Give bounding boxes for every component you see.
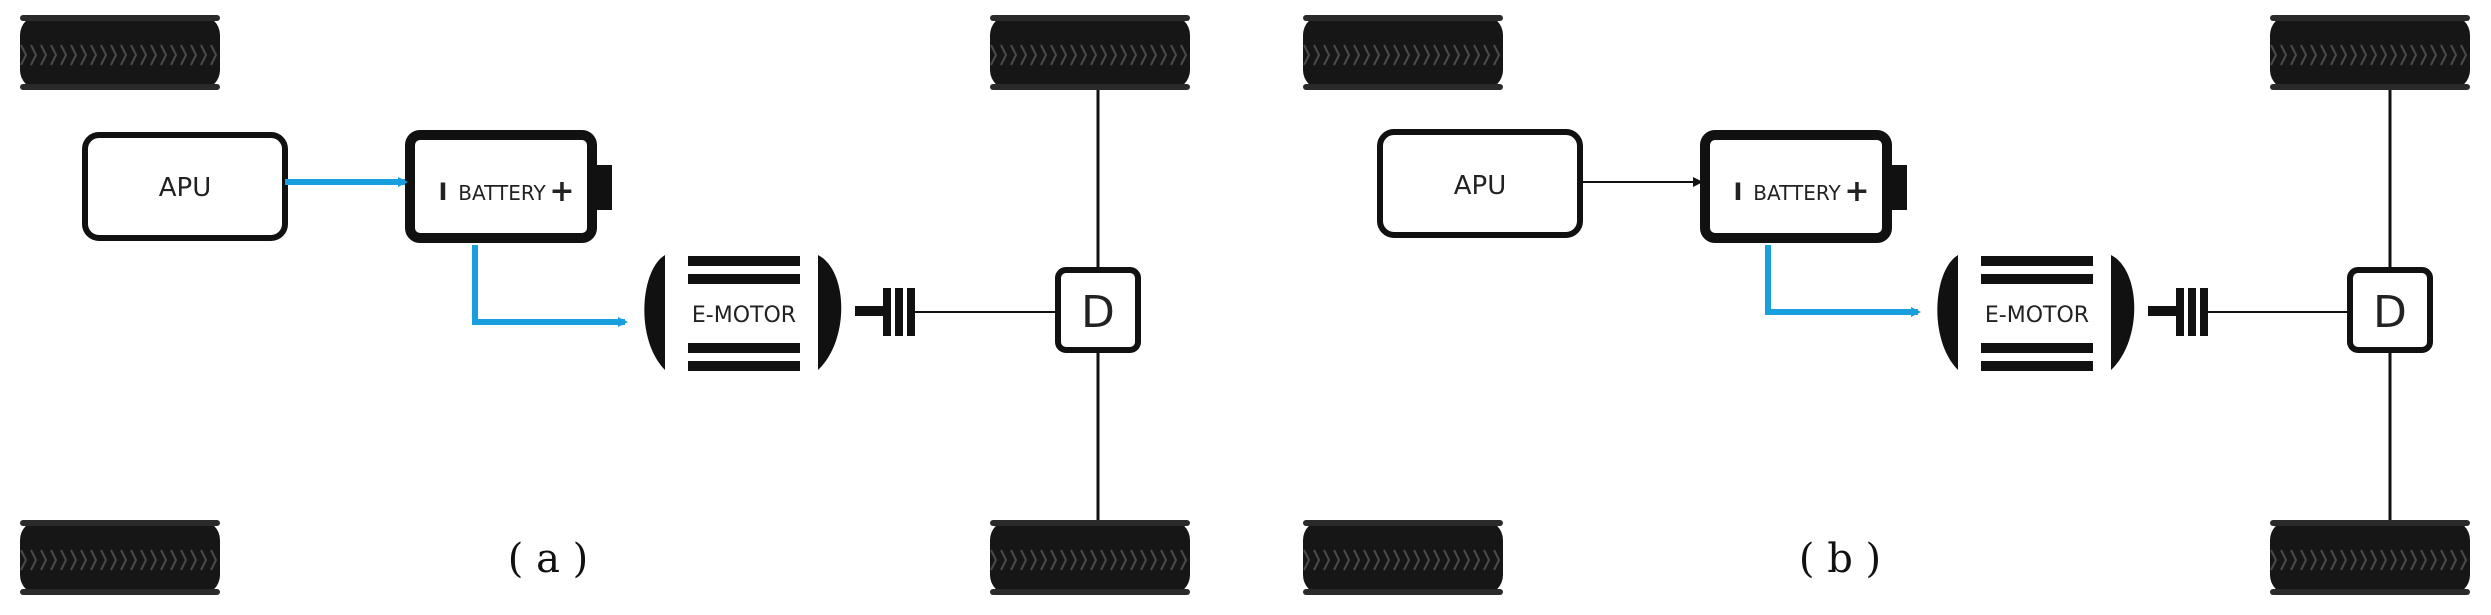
- caption-a: ( a ): [508, 536, 589, 582]
- differential-box: D: [2347, 267, 2433, 353]
- differential-label: D: [1081, 287, 1115, 338]
- differential-box: D: [1055, 267, 1141, 353]
- tire-rear-right-icon: [2270, 520, 2470, 595]
- tire-front-right-icon: [2270, 15, 2470, 90]
- differential-label: D: [2373, 287, 2407, 338]
- battery-icon: I BATTERY +: [405, 130, 612, 243]
- battery-to-motor-arrow: [1765, 245, 1921, 317]
- battery-icon: I BATTERY +: [1700, 130, 1907, 243]
- battery-label: BATTERY: [1753, 181, 1841, 205]
- apu-label: APU: [159, 173, 212, 203]
- e-motor-icon: E-MOTOR: [1937, 255, 2135, 371]
- tire-rear-right-icon: [990, 520, 1190, 595]
- tire-front-right-icon: [990, 15, 1190, 90]
- coupling-icon: [2148, 288, 2208, 336]
- apu-box: APU: [1377, 129, 1583, 238]
- e-motor-label: E-MOTOR: [692, 303, 796, 328]
- panel-a: APU I BATTERY + E-MOTOR: [20, 15, 1190, 595]
- apu-label: APU: [1454, 171, 1507, 201]
- coupling-icon: [855, 288, 915, 336]
- tire-rear-left-icon: [1303, 520, 1503, 595]
- tire-front-left-icon: [20, 15, 220, 90]
- apu-box: APU: [82, 132, 288, 241]
- e-motor-label: E-MOTOR: [1985, 303, 2089, 328]
- battery-minus-label: I: [1734, 178, 1743, 206]
- tire-rear-left-icon: [20, 520, 220, 595]
- battery-label: BATTERY: [458, 181, 546, 205]
- battery-plus-label: +: [1844, 174, 1869, 209]
- battery-to-motor-arrow: [472, 245, 628, 327]
- caption-b: ( b ): [1799, 536, 1881, 582]
- battery-minus-label: I: [439, 178, 448, 206]
- tire-front-left-icon: [1303, 15, 1503, 90]
- e-motor-icon: E-MOTOR: [644, 255, 842, 371]
- panel-b: APU I BATTERY + E-MOTOR: [1303, 15, 2470, 595]
- battery-plus-label: +: [549, 174, 574, 209]
